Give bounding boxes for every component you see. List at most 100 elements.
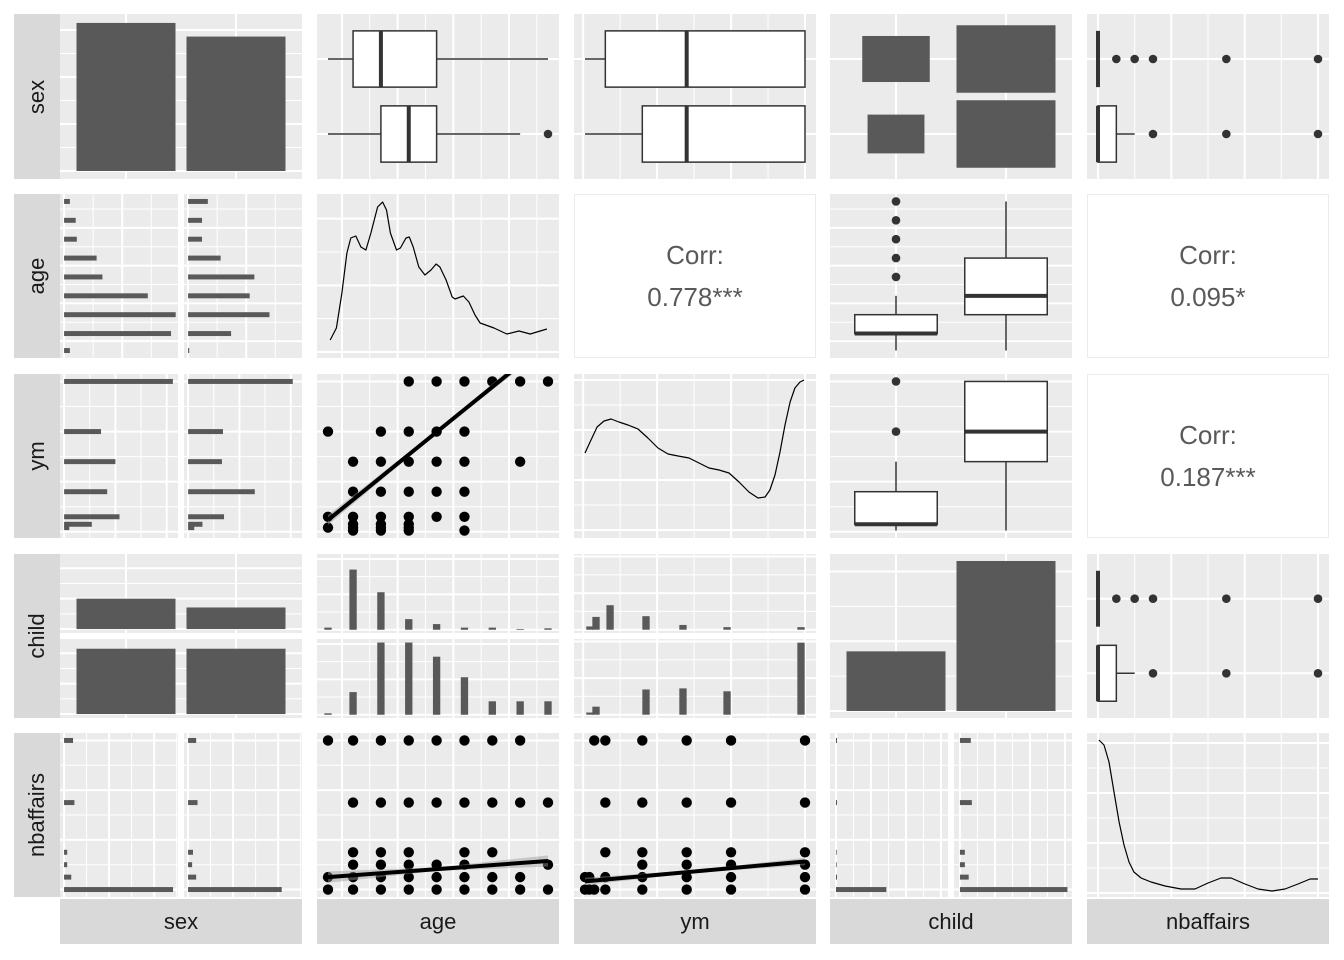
- panel-child-ym: [574, 554, 816, 718]
- box: [604, 30, 806, 88]
- histogram-bar: [959, 849, 965, 855]
- outlier-point: [1148, 129, 1158, 139]
- scatter-point: [681, 871, 692, 883]
- scatter-point: [799, 884, 811, 895]
- panel-age-child: [830, 194, 1072, 358]
- panel-sex-sex: [60, 14, 302, 179]
- outlier-point: [1313, 129, 1323, 139]
- histogram-bar: [188, 874, 197, 880]
- scatter-point: [431, 797, 442, 808]
- density-line: [584, 379, 805, 499]
- panel-child-child: [830, 554, 1072, 718]
- scatter-point: [514, 376, 526, 387]
- scatter-point: [589, 884, 600, 895]
- histogram-bar: [835, 737, 838, 743]
- histogram-bar: [188, 293, 250, 299]
- bar: [76, 648, 176, 715]
- box: [641, 105, 806, 163]
- histogram-bar: [959, 862, 965, 868]
- scatter-point: [637, 884, 648, 895]
- bar: [846, 651, 946, 712]
- outlier-point: [891, 234, 901, 244]
- panel-child-sex: [60, 554, 302, 718]
- scatter-point: [637, 859, 648, 870]
- panel-child-age: [317, 554, 559, 718]
- corr-label: Corr:: [666, 240, 724, 270]
- histogram-bar: [188, 312, 270, 318]
- histogram-bar: [188, 521, 203, 527]
- histogram-bar: [642, 689, 650, 715]
- scatter-point: [375, 797, 387, 808]
- outlier-point: [1222, 129, 1231, 139]
- scatter-point: [487, 847, 498, 858]
- histogram-bar: [188, 489, 255, 495]
- regression-line: [327, 858, 549, 880]
- scatter-point: [681, 847, 692, 858]
- row-strip-nbaffairs: nbaffairs: [14, 733, 60, 897]
- scatter-point: [431, 884, 442, 895]
- scatter-point: [322, 884, 334, 895]
- panel-background: [317, 374, 559, 538]
- histogram-bar: [405, 642, 413, 715]
- scatter-point: [799, 847, 811, 858]
- scatter-point: [347, 456, 359, 467]
- scatter-point: [542, 884, 554, 895]
- scatter-point: [542, 797, 554, 808]
- panel-background: [60, 374, 178, 538]
- corr-panel-age-ym: Corr: 0.778***: [574, 194, 816, 358]
- box: [854, 490, 938, 526]
- outlier-point: [1222, 594, 1231, 604]
- panel-ym-child: [830, 374, 1072, 538]
- outlier-point: [1222, 668, 1231, 678]
- histogram-bar: [64, 800, 75, 806]
- histogram-bar: [377, 642, 385, 715]
- row-strip-label: sex: [24, 79, 49, 114]
- panel-nbaffairs-age: [317, 733, 559, 897]
- scatter-point: [459, 884, 470, 895]
- histogram-bar: [64, 331, 172, 337]
- scatter-point: [459, 847, 470, 858]
- scatter-point: [799, 735, 811, 746]
- scatter-point: [431, 486, 442, 497]
- scatter-point: [347, 735, 359, 746]
- scatter-point: [681, 859, 692, 870]
- histogram-bar: [64, 293, 148, 299]
- histogram-bar: [723, 627, 731, 630]
- scatter-point: [459, 486, 470, 497]
- histogram-bar: [835, 874, 838, 880]
- histogram-bar: [835, 887, 887, 893]
- bar: [186, 648, 286, 715]
- histogram-bar: [679, 688, 687, 715]
- scatter-point: [375, 884, 387, 895]
- scatter-point: [347, 511, 359, 522]
- histogram-bar: [188, 378, 293, 384]
- corr-value: 0.187***: [1160, 462, 1256, 492]
- histogram-bar: [188, 849, 194, 855]
- histogram-bar: [405, 619, 413, 630]
- corr-panel-age-nbaffairs: Corr: 0.095*: [1087, 194, 1329, 358]
- histogram-bar: [188, 459, 222, 465]
- panel-sex-age: [317, 14, 559, 179]
- scatter-point: [514, 735, 526, 746]
- scatter-point: [403, 797, 414, 808]
- outlier-point: [1313, 594, 1323, 604]
- scatter-point: [637, 735, 648, 746]
- scatter-point: [725, 847, 737, 858]
- scatter-point: [600, 797, 611, 808]
- scatter-point: [459, 797, 470, 808]
- scatter-point: [514, 456, 526, 467]
- histogram-bar: [64, 459, 116, 465]
- scatter-point: [403, 511, 414, 522]
- scatter-point: [459, 511, 470, 522]
- scatter-point: [375, 511, 387, 522]
- scatter-point: [403, 376, 414, 387]
- histogram-bar: [516, 701, 524, 715]
- outlier-point: [1148, 594, 1158, 604]
- scatter-point: [681, 735, 692, 746]
- panel-background: [574, 374, 816, 538]
- panel-background: [184, 374, 302, 538]
- outlier-point: [1148, 668, 1158, 678]
- histogram-bar: [64, 274, 103, 280]
- scatter-point: [589, 735, 600, 746]
- density-line: [329, 201, 548, 341]
